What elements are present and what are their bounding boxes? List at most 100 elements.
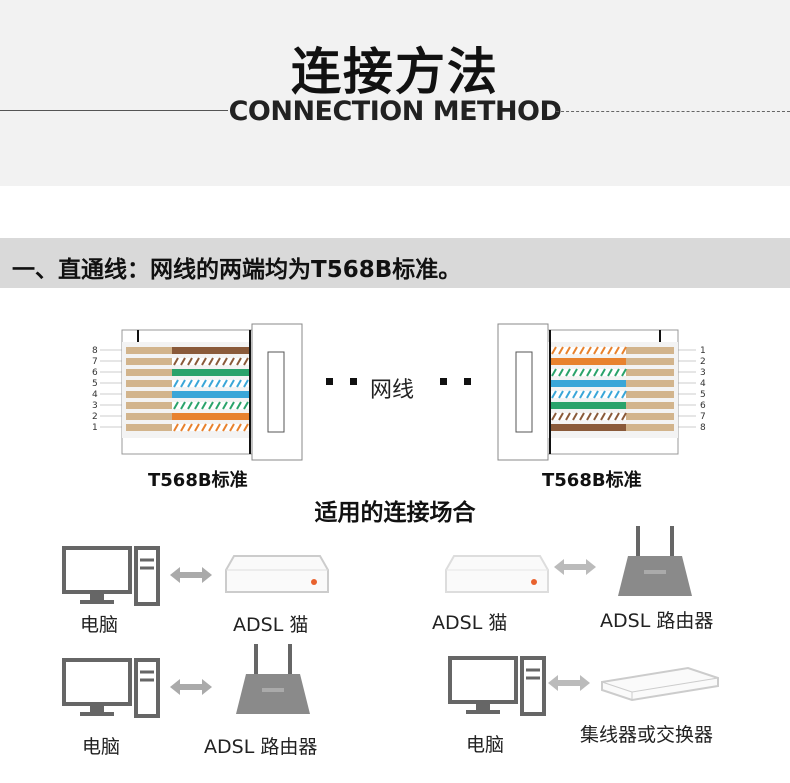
wire-stripe: [586, 368, 592, 377]
wire-stripe: [614, 346, 620, 355]
wire-stripe: [215, 423, 221, 432]
router-icon: [618, 526, 692, 596]
contact-pin-8: [126, 347, 172, 354]
wire-pin-6: [172, 369, 250, 376]
wire-stripe: [600, 368, 606, 377]
title-divider-left: [0, 110, 228, 111]
wire-stripe: [201, 401, 207, 410]
wire-stripe: [180, 357, 186, 366]
pin-number-label: 8: [700, 423, 706, 433]
wire-stripe: [586, 346, 592, 355]
wire-stripe: [593, 368, 599, 377]
double-arrow-icon: [170, 567, 212, 583]
wire-stripe: [215, 401, 221, 410]
wire-stripe: [579, 368, 585, 377]
left-standard-label: T568B标准: [148, 470, 248, 491]
wire-stripe: [194, 357, 200, 366]
left-wire-set: [126, 347, 250, 432]
pin-number-label: 3: [92, 401, 98, 411]
double-arrow-icon: [170, 679, 212, 695]
wire-stripe: [222, 357, 228, 366]
cable-dot: [326, 378, 333, 385]
wire-stripe: [565, 368, 571, 377]
pin-number-label: 4: [92, 390, 98, 400]
wire-stripe: [558, 390, 564, 399]
contact-pin-5: [626, 391, 674, 398]
contact-pin-5: [126, 380, 172, 387]
page-title: 连接方法: [291, 43, 499, 101]
wire-stripe: [208, 423, 214, 432]
wire-stripe: [229, 357, 235, 366]
cable-dot: [464, 378, 471, 385]
wire-stripe: [180, 401, 186, 410]
wire-stripe: [593, 412, 599, 421]
wire-stripe: [614, 412, 620, 421]
wire-pin-2: [172, 413, 250, 420]
wire-pin-6: [550, 402, 626, 409]
wire-stripe: [572, 412, 578, 421]
pin-number-label: 1: [700, 346, 706, 356]
wire-stripe: [222, 423, 228, 432]
wire-stripe: [243, 379, 249, 388]
contact-pin-7: [626, 413, 674, 420]
wire-pin-4: [550, 380, 626, 387]
wire-stripe: [187, 401, 193, 410]
wire-stripe: [572, 390, 578, 399]
wire-stripe: [579, 412, 585, 421]
wire-stripe: [229, 423, 235, 432]
wire-stripe: [551, 346, 557, 355]
wire-stripe: [558, 412, 564, 421]
pin-number-label: 8: [92, 346, 98, 356]
wire-stripe: [187, 423, 193, 432]
title-divider-right: [556, 111, 790, 112]
section-bar: [0, 238, 790, 288]
router-icon: [236, 644, 310, 714]
contact-pin-7: [126, 358, 172, 365]
wire-stripe: [208, 401, 214, 410]
wire-stripe: [607, 412, 613, 421]
wire-stripe: [565, 390, 571, 399]
wire-pin-8: [172, 347, 250, 354]
wire-stripe: [215, 379, 221, 388]
wire-stripe: [194, 379, 200, 388]
wire-stripe: [607, 390, 613, 399]
wire-pin-2: [550, 358, 626, 365]
wire-stripe: [236, 423, 242, 432]
wire-stripe: [173, 357, 179, 366]
contact-pin-6: [126, 369, 172, 376]
right-wire-set: [550, 346, 674, 431]
wire-stripe: [621, 390, 627, 399]
wire-stripe: [208, 357, 214, 366]
wire-stripe: [201, 357, 207, 366]
wire-stripe: [551, 368, 557, 377]
header-banner: [0, 0, 790, 186]
wire-stripe: [187, 379, 193, 388]
pin-number-label: 6: [92, 368, 98, 378]
wire-stripe: [551, 390, 557, 399]
wire-stripe: [173, 423, 179, 432]
double-arrow-icon: [554, 559, 596, 575]
wire-stripe: [194, 423, 200, 432]
wire-stripe: [243, 423, 249, 432]
contact-pin-2: [126, 413, 172, 420]
wire-stripe: [201, 379, 207, 388]
wire-stripe: [565, 346, 571, 355]
modem-icon: [225, 555, 329, 593]
wire-stripe: [621, 368, 627, 377]
wire-stripe: [558, 368, 564, 377]
pin-number-label: 6: [700, 401, 706, 411]
wire-stripe: [621, 346, 627, 355]
section-title: 一、直通线：网线的两端均为T568B标准。: [12, 257, 462, 283]
wire-stripe: [243, 401, 249, 410]
scenario-3-right-label: ADSL 路由器: [204, 736, 318, 758]
wire-stripe: [222, 401, 228, 410]
wire-stripe: [565, 412, 571, 421]
double-arrow-icon: [548, 675, 590, 691]
wire-stripe: [201, 423, 207, 432]
wire-stripe: [621, 412, 627, 421]
wire-stripe: [222, 379, 228, 388]
pin-number-label: 7: [700, 412, 706, 422]
scenario-2-right-label: ADSL 路由器: [600, 610, 714, 632]
